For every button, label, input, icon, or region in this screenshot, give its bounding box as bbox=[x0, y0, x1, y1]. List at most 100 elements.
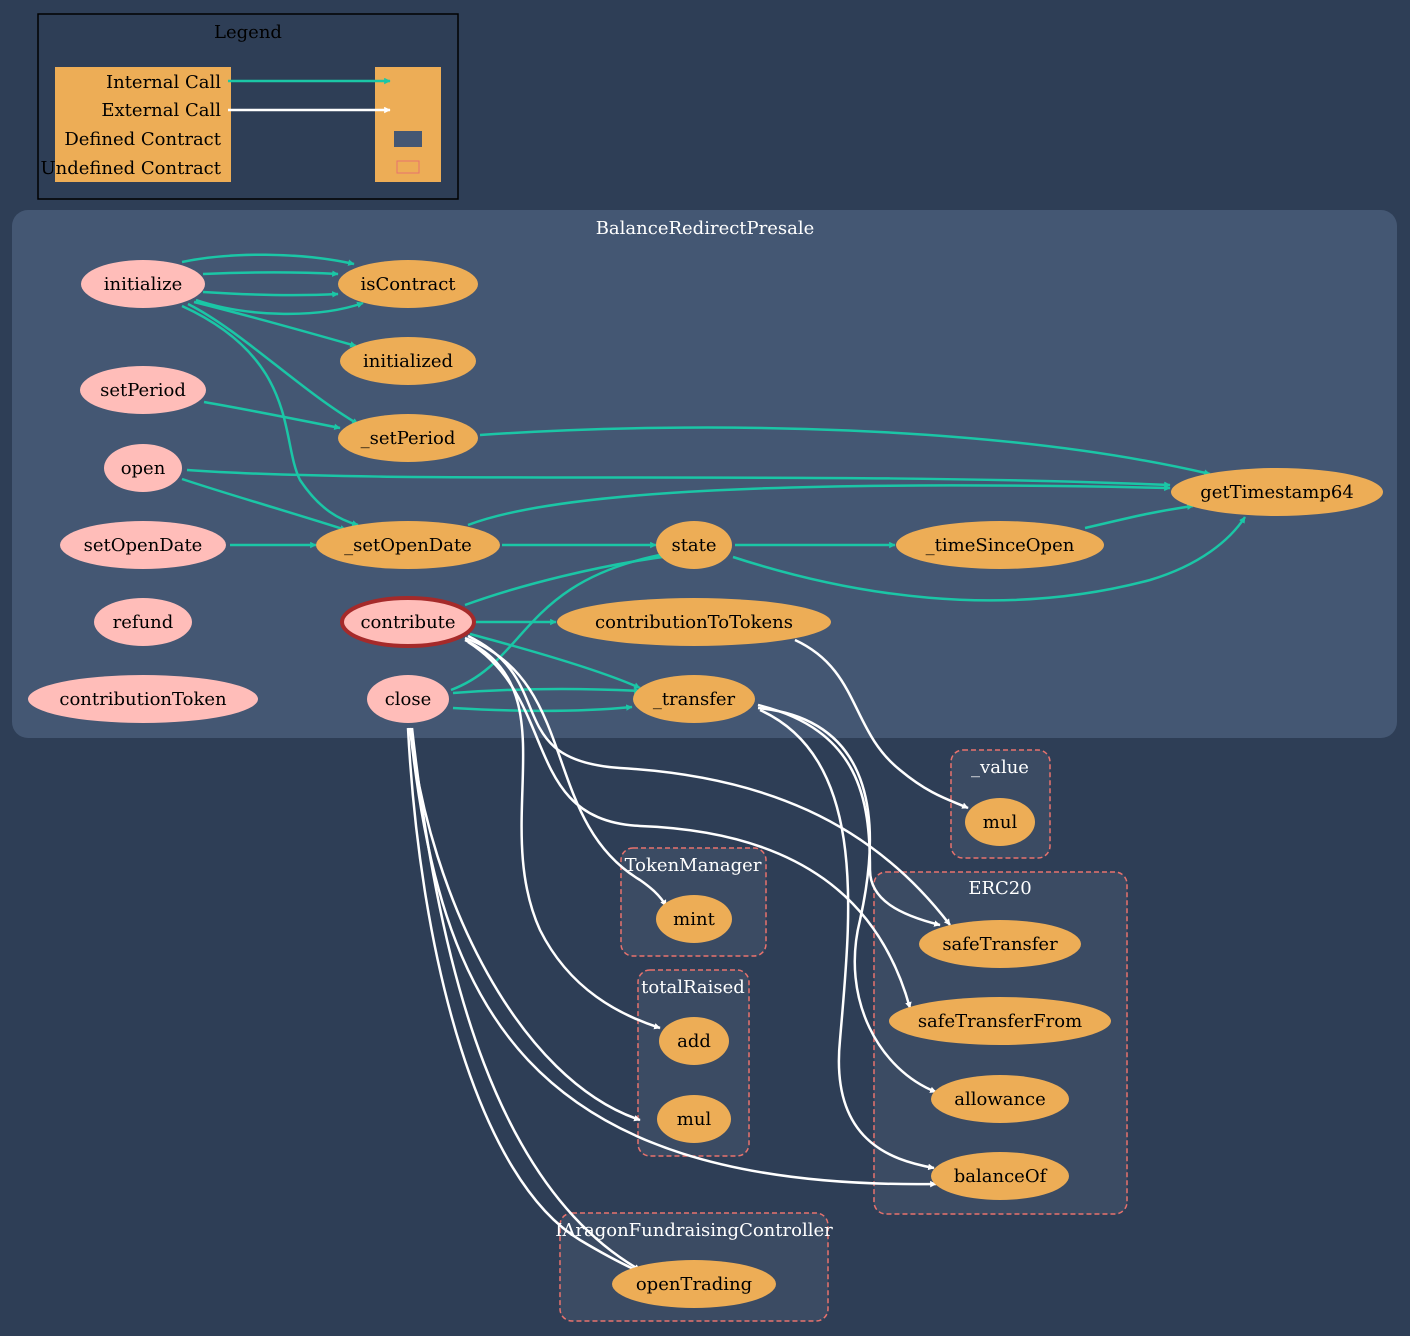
node-label: _timeSinceOpen bbox=[926, 535, 1075, 556]
edge-initialize-iscontract bbox=[202, 290, 339, 298]
edge-close-state bbox=[450, 550, 671, 692]
edge-timesinceopen-gettimestamp bbox=[1084, 503, 1194, 530]
node-open[interactable]: open bbox=[104, 444, 182, 492]
cluster-erc20-title: ERC20 bbox=[968, 878, 1031, 899]
edge-open-gettimestamp bbox=[186, 468, 1171, 489]
node-label: mint bbox=[673, 909, 715, 930]
external-edges bbox=[406, 634, 969, 1274]
clusters: BalanceRedirectPresale _value ERC20 Toke… bbox=[12, 210, 1397, 1322]
cluster-token-manager-title: TokenManager bbox=[625, 855, 762, 876]
node-refund[interactable]: refund bbox=[94, 598, 192, 646]
edge-close-transfer bbox=[452, 704, 633, 713]
legend: Legend Internal Call External Call Defin… bbox=[37, 13, 459, 200]
node-label: contributionToTokens bbox=[595, 612, 793, 633]
node-set-period[interactable]: setPeriod bbox=[80, 366, 206, 414]
node-time-since-open[interactable]: _timeSinceOpen bbox=[896, 521, 1104, 569]
node-label: initialized bbox=[363, 351, 453, 372]
node-initialized[interactable]: initialized bbox=[340, 337, 476, 385]
node-allowance[interactable]: allowance bbox=[931, 1075, 1069, 1123]
node-label: isContract bbox=[360, 274, 456, 295]
node-label: openTrading bbox=[636, 1274, 752, 1295]
legend-frame bbox=[37, 13, 459, 200]
node-label: open bbox=[121, 458, 166, 479]
edge-close-transfer bbox=[452, 687, 641, 695]
node-label: state bbox=[671, 535, 716, 556]
legend-defined-contract-swatch bbox=[394, 131, 422, 147]
node-open-trading[interactable]: openTrading bbox=[612, 1260, 776, 1308]
edge-transfer-balanceof bbox=[759, 708, 935, 1171]
edge-initialize-setopendate bbox=[181, 304, 359, 527]
legend-title: Legend bbox=[214, 22, 282, 43]
node-initialize[interactable]: initialize bbox=[81, 260, 205, 308]
node-label: setPeriod bbox=[100, 380, 186, 401]
edge-contribute-allowance-path bbox=[467, 640, 912, 1009]
node-contribution-to-tokens[interactable]: contributionToTokens bbox=[557, 598, 831, 646]
legend-undefined-contract-label: Undefined Contract bbox=[40, 158, 221, 179]
cluster-main bbox=[12, 210, 1397, 738]
node-safe-transfer[interactable]: safeTransfer bbox=[919, 920, 1081, 968]
node-get-timestamp64[interactable]: getTimestamp64 bbox=[1171, 468, 1383, 516]
node-label: initialize bbox=[104, 274, 182, 295]
edge-transfer-safetransfer bbox=[757, 703, 941, 927]
edge-setperiod-gettimestamp bbox=[479, 426, 1211, 476]
edge-contribute-mint bbox=[464, 636, 668, 907]
edge-setopendate-gettimestamp bbox=[467, 484, 1171, 527]
node-label: balanceOf bbox=[954, 1166, 1048, 1187]
node-label: _transfer bbox=[653, 689, 736, 710]
cluster-value-title: _value bbox=[971, 757, 1029, 778]
node-label: _setOpenDate bbox=[344, 535, 472, 556]
node-underscore-set-open-date[interactable]: _setOpenDate bbox=[316, 521, 500, 569]
nodes: initialize setPeriod open setOpenDate re… bbox=[28, 260, 1383, 1308]
node-label: refund bbox=[113, 612, 174, 633]
internal-edges bbox=[181, 253, 1247, 713]
cluster-main-title: BalanceRedirectPresale bbox=[596, 218, 815, 239]
edge-setperiod-setperiod bbox=[203, 400, 341, 431]
edge-open-setopendate bbox=[181, 477, 347, 532]
node-balance-of[interactable]: balanceOf bbox=[931, 1152, 1069, 1200]
node-mint[interactable]: mint bbox=[656, 895, 732, 943]
edge-state-gettimestamp bbox=[732, 516, 1247, 602]
node-safe-transfer-from[interactable]: safeTransferFrom bbox=[889, 997, 1111, 1045]
node-label: mul bbox=[677, 1109, 712, 1130]
node-label: setOpenDate bbox=[84, 535, 203, 556]
legend-defined-contract-label: Defined Contract bbox=[64, 129, 221, 150]
node-is-contract[interactable]: isContract bbox=[338, 260, 478, 308]
node-label: close bbox=[385, 689, 432, 710]
node-label: _setPeriod bbox=[361, 428, 456, 449]
node-contribute[interactable]: contribute bbox=[340, 596, 476, 648]
legend-label-box bbox=[55, 67, 231, 182]
node-set-open-date[interactable]: setOpenDate bbox=[60, 521, 226, 569]
legend-undefined-contract-swatch bbox=[396, 160, 420, 174]
node-label: allowance bbox=[954, 1089, 1046, 1110]
cluster-aragon-title: IAragonFundraisingController bbox=[555, 1220, 833, 1241]
node-label: mul bbox=[983, 812, 1018, 833]
edge-contribute-transfer bbox=[469, 632, 641, 690]
legend-external-call-label: External Call bbox=[101, 100, 221, 121]
node-add[interactable]: add bbox=[659, 1017, 729, 1065]
legend-internal-call-label: Internal Call bbox=[106, 72, 221, 93]
edge-initialize-iscontract bbox=[202, 270, 339, 277]
node-value-mul[interactable]: mul bbox=[965, 798, 1035, 846]
edge-initialize-initialized bbox=[193, 300, 357, 348]
node-label: add bbox=[677, 1031, 711, 1052]
node-underscore-set-period[interactable]: _setPeriod bbox=[338, 414, 478, 462]
edge-contributiontotokens-mul bbox=[794, 638, 969, 810]
edge-initialize-iscontract bbox=[195, 298, 364, 316]
cluster-total-raised-title: totalRaised bbox=[641, 977, 745, 998]
node-close[interactable]: close bbox=[367, 675, 449, 723]
edge-close-opentrading bbox=[410, 727, 641, 1272]
node-raised-mul[interactable]: mul bbox=[657, 1095, 731, 1143]
node-label: getTimestamp64 bbox=[1200, 482, 1354, 503]
edge-initialize-setperiod bbox=[187, 302, 359, 426]
edge-initialize-iscontract bbox=[181, 253, 355, 266]
node-label: contributionToken bbox=[59, 689, 227, 710]
node-label: safeTransfer bbox=[942, 934, 1058, 955]
node-state[interactable]: state bbox=[656, 521, 732, 569]
node-label: safeTransferFrom bbox=[918, 1011, 1082, 1032]
edge-transfer-allowance bbox=[757, 706, 937, 1094]
node-underscore-transfer[interactable]: _transfer bbox=[633, 675, 755, 723]
legend-symbol-box bbox=[375, 67, 441, 182]
node-contribution-token[interactable]: contributionToken bbox=[28, 675, 258, 723]
edge-close-opentrading bbox=[406, 727, 641, 1274]
